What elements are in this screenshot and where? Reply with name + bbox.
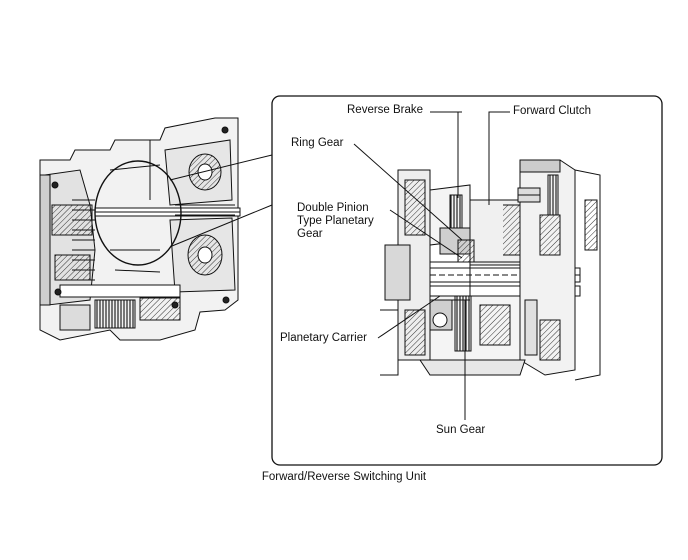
label-ring-gear: Ring Gear: [291, 137, 344, 149]
detail-cross-section: [380, 159, 601, 381]
label-sun-gear: Sun Gear: [436, 424, 486, 436]
overall-transmission-section: [39, 117, 241, 341]
label-reverse-brake: Reverse Brake: [347, 104, 424, 116]
leader-lines: [353, 111, 510, 420]
figure-caption: Forward/Reverse Switching Unit: [261, 471, 427, 483]
label-double-pinion-planetary-gear: Double Pinion Type Planetary Gear: [297, 202, 374, 240]
label-planetary-carrier: Planetary Carrier: [280, 332, 367, 344]
highlight-circle: [94, 160, 182, 266]
label-forward-clutch: Forward Clutch: [513, 105, 591, 117]
